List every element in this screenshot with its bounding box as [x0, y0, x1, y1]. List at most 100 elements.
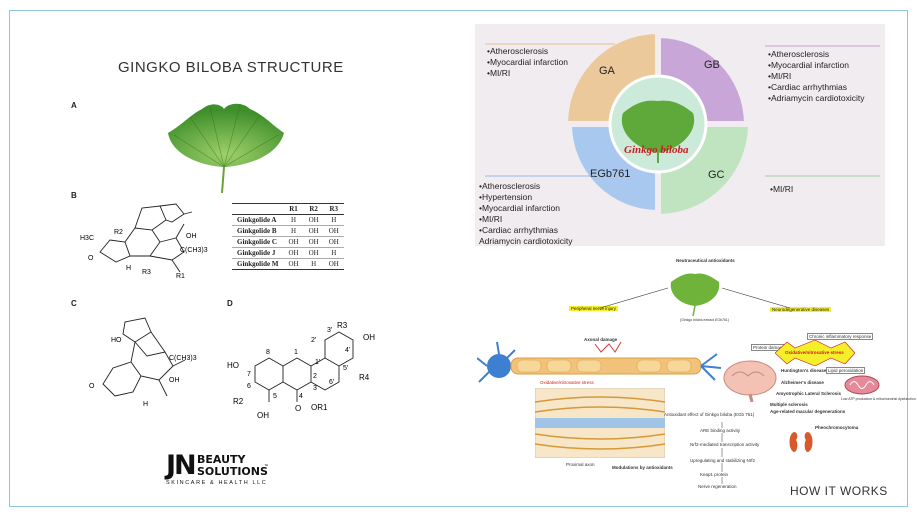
list-item: •Myocardial infarction	[479, 203, 560, 213]
neuron-illustration	[477, 341, 722, 383]
list-item: •Atherosclerosis	[487, 46, 549, 56]
ginkgo-leaf-image	[168, 103, 284, 194]
mitochondria-illustration	[844, 375, 880, 395]
atom-number: 7	[247, 371, 251, 378]
low-atp-label: Low ATP production & mitochondrial dysfu…	[841, 397, 916, 401]
oxidative-stress-left: Oxidative/nitrosative stress	[540, 380, 594, 385]
table-cell: H	[323, 247, 344, 259]
egb761-effects-list: •Atherosclerosis •Hypertension •Myocardi…	[479, 181, 573, 247]
lipid-peroxidation-box: Lipid peroxidation	[826, 367, 866, 374]
disease-huntington: Huntington's disease	[781, 368, 827, 373]
logo-monogram: JN	[166, 450, 197, 481]
struct-d-r4: R4	[359, 373, 370, 382]
quadrant-ga-label: GA	[599, 65, 615, 77]
axonal-damage-label: Axonal damage	[584, 337, 618, 342]
table-cell: OH	[323, 225, 344, 237]
struct-d-o: O	[295, 404, 301, 413]
table-cell: Ginkgolide M	[232, 258, 284, 270]
list-item: •MI/RI	[768, 71, 792, 81]
struct-c-o: O	[89, 383, 95, 390]
table-header-row: R1 R2 R3	[232, 203, 344, 215]
atom-number: 2	[313, 373, 317, 380]
table-cell: OH	[303, 236, 324, 248]
table-cell: H	[323, 214, 344, 226]
struct-b-r3: R3	[142, 269, 151, 276]
disease-als: Amyotrophic Lateral Sclerosis	[776, 391, 842, 396]
list-item: •MI/RI	[479, 214, 503, 224]
atom-number: 3'	[327, 327, 332, 334]
proximal-axon-label: Proximal axon	[566, 462, 595, 467]
table-header: R1	[283, 203, 304, 215]
quadrant-gc-label: GC	[708, 169, 725, 181]
list-item: •Myocardial infarction	[768, 60, 849, 70]
table-cell: OH	[283, 236, 304, 248]
center-label: Ginkgo biloba	[624, 144, 689, 156]
table-cell: H	[283, 214, 304, 226]
struct-b-o: O	[88, 255, 94, 262]
table-cell: Ginkgolide C	[232, 236, 284, 248]
table-header	[232, 203, 284, 215]
mechanism-leaf-icon	[670, 273, 720, 316]
list-item: •Cardiac arrhythmias	[479, 225, 559, 235]
list-item: •Adriamycin cardiotoxicity	[768, 93, 865, 103]
quadrant-gb-label: GB	[704, 59, 720, 71]
disease-alzheimer: Alzheimer's disease	[781, 380, 824, 385]
struct-c-ho: HO	[111, 337, 122, 344]
panel-label-b: B	[71, 191, 77, 200]
atom-number: 6'	[329, 379, 334, 386]
peripheral-nerve-injury-tag: Peripheral nerve injury	[569, 306, 619, 311]
table-cell: OH	[303, 247, 324, 259]
oxidative-star	[775, 340, 855, 366]
table-cell: OH	[323, 236, 344, 248]
logo-line1: BEAUTY	[197, 453, 246, 466]
how-it-works-caption: HOW IT WORKS	[790, 484, 888, 498]
ginkgolide-structure-b: H3C R2 OH C(CH3)3 R3 R1 H O	[80, 203, 208, 280]
atom-number: 6	[247, 383, 251, 390]
panel-label-c: C	[71, 299, 77, 308]
disease-ms: Multiple sclerosis	[770, 402, 808, 407]
struct-b-r1: R1	[176, 273, 185, 280]
table-header: R2	[303, 203, 324, 215]
atom-number: 5	[273, 393, 277, 400]
table-cell: Ginkgolide J	[232, 247, 284, 259]
flavonoid-structure-d: HO OH R3 R4 R2 OH OR1 O 8 1 2' 3' 4' 7 1…	[227, 321, 375, 420]
antioxidant-effect-title: Antioxidant effect of Ginkgo biloba (EGb…	[664, 412, 755, 417]
oxidative-stress-right: Oxidative/nitrosative stress	[785, 350, 844, 355]
struct-b-cch3: C(CH3)3	[180, 247, 208, 254]
table-cell: Ginkgolide A	[232, 214, 284, 226]
quadrant-ring	[565, 31, 751, 217]
atom-number: 8	[266, 349, 270, 356]
page-title: GINGKO BILOBA STRUCTURE	[118, 59, 344, 76]
kidney-illustration	[789, 432, 813, 452]
chronic-inflammatory-box: Chronic inflammatory response	[807, 333, 874, 340]
list-item: Adriamycin cardiotoxicity	[479, 236, 573, 246]
table-cell: Ginkgolide B	[232, 225, 284, 237]
gc-effects-list: •MI/RI	[770, 184, 793, 195]
logo-tagline: SKINCARE & HEALTH LLC	[166, 480, 268, 486]
atom-number: 1'	[315, 359, 320, 366]
logo-trademark: ™	[264, 464, 269, 470]
struct-d-ho-left: HO	[227, 361, 239, 370]
mechanism-header: Neutraceutical antioxidants	[676, 258, 735, 263]
disease-amd: Age-related macular degenerations	[770, 409, 846, 414]
panel-label-a: A	[71, 101, 77, 110]
atom-number: 1	[294, 349, 298, 356]
list-item: •Myocardial infarction	[487, 57, 568, 67]
atom-number: 5'	[343, 365, 348, 372]
flow-step-1: ARE binding activity	[700, 428, 741, 433]
pheochromocytoma-label: Pheochromocytoma	[815, 425, 859, 430]
ginkgolide-structure-c: HO C(CH3)3 OH H O	[89, 317, 197, 407]
atom-number: 3	[313, 385, 317, 392]
leaf-caption: (Ginkgo biloba extract EGb761)	[680, 318, 730, 322]
table-cell: OH	[303, 225, 324, 237]
flow-step-4: Keap1 protein	[700, 472, 729, 477]
struct-d-r3: R3	[337, 321, 348, 330]
table-cell: OH	[283, 247, 304, 259]
struct-c-oh: OH	[169, 377, 180, 384]
flow-step-3: Upregulating and stabilizing Nrf2	[690, 458, 756, 463]
struct-c-h: H	[143, 401, 148, 407]
mechanism-arrows	[599, 287, 791, 309]
